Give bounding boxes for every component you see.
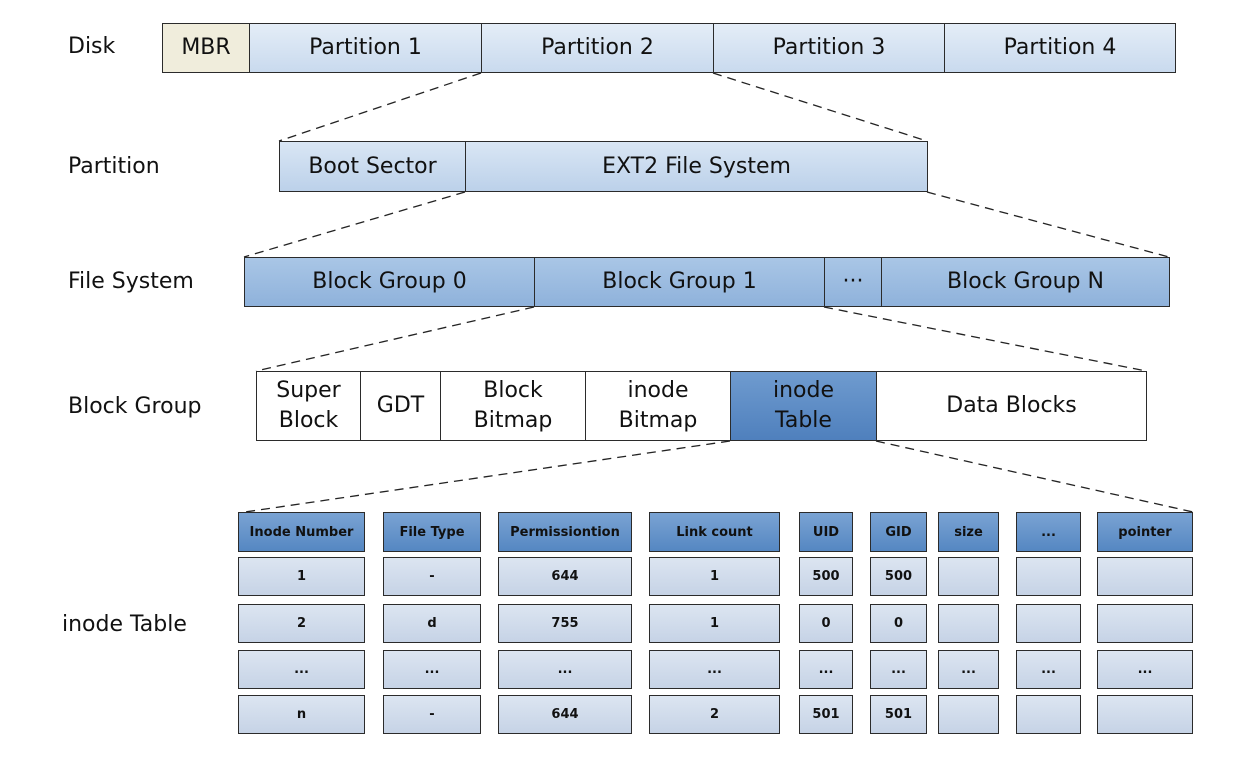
table-cell-permission-row-2: 755: [498, 604, 632, 643]
table-cell-gid-row-4: 501: [870, 695, 927, 734]
disk-partition-1: Partition 1: [249, 23, 482, 73]
table-header-file-type: File Type: [383, 512, 481, 552]
table-cell-file-type-row-4: -: [383, 695, 481, 734]
table-cell-file-type-row-3: ...: [383, 650, 481, 689]
table-cell-extra-row-4: [1016, 695, 1081, 734]
table-cell-size-row-1: [938, 557, 999, 596]
table-cell-inode-number-row-4: n: [238, 695, 365, 734]
table-header-size: size: [938, 512, 999, 552]
label-block-group: Block Group: [68, 394, 202, 419]
bg-inode-bitmap: inode Bitmap: [585, 371, 731, 441]
table-cell-gid-row-1: 500: [870, 557, 927, 596]
table-cell-file-type-row-2: d: [383, 604, 481, 643]
partition-boot-sector: Boot Sector: [279, 141, 466, 192]
partition-ext2-fs: EXT2 File System: [465, 141, 928, 192]
fs-block-group-1: Block Group 1: [534, 257, 825, 307]
line-it-right: [875, 440, 1194, 513]
table-header-inode-number: Inode Number: [238, 512, 365, 552]
table-cell-size-row-3: ...: [938, 650, 999, 689]
table-cell-link-count-row-4: 2: [649, 695, 780, 734]
table-cell-file-type-row-1: -: [383, 557, 481, 596]
table-header-uid: UID: [799, 512, 853, 552]
table-cell-uid-row-3: ...: [799, 650, 853, 689]
table-cell-pointer-row-2: [1097, 604, 1193, 643]
bg-data-blocks: Data Blocks: [876, 371, 1147, 441]
line-fs-right: [926, 191, 1170, 258]
table-cell-inode-number-row-2: 2: [238, 604, 365, 643]
line-bg1-right: [823, 306, 1147, 372]
table-cell-link-count-row-3: ...: [649, 650, 780, 689]
table-cell-link-count-row-1: 1: [649, 557, 780, 596]
table-cell-uid-row-1: 500: [799, 557, 853, 596]
table-cell-permission-row-3: ...: [498, 650, 632, 689]
table-cell-permission-row-1: 644: [498, 557, 632, 596]
label-partition: Partition: [68, 154, 160, 179]
table-cell-size-row-4: [938, 695, 999, 734]
line-it-left: [244, 440, 731, 513]
table-cell-extra-row-2: [1016, 604, 1081, 643]
table-cell-extra-row-1: [1016, 557, 1081, 596]
line-p2-left: [278, 72, 482, 142]
bg-block-bitmap: Block Bitmap: [440, 371, 586, 441]
table-cell-pointer-row-4: [1097, 695, 1193, 734]
table-header-link-count: Link count: [649, 512, 780, 552]
bg-inode-table: inode Table: [730, 371, 877, 441]
table-cell-uid-row-2: 0: [799, 604, 853, 643]
label-inode-table: inode Table: [62, 612, 187, 637]
table-header-extra: ...: [1016, 512, 1081, 552]
table-cell-link-count-row-2: 1: [649, 604, 780, 643]
table-cell-size-row-2: [938, 604, 999, 643]
table-cell-inode-number-row-1: 1: [238, 557, 365, 596]
table-cell-inode-number-row-3: ...: [238, 650, 365, 689]
disk-mbr: MBR: [162, 23, 250, 73]
table-header-permission: Permissiontion: [498, 512, 632, 552]
disk-partition-4: Partition 4: [944, 23, 1176, 73]
table-cell-extra-row-3: ...: [1016, 650, 1081, 689]
bg-gdt: GDT: [360, 371, 441, 441]
table-header-pointer: pointer: [1097, 512, 1193, 552]
table-cell-permission-row-4: 644: [498, 695, 632, 734]
label-disk: Disk: [68, 34, 116, 59]
table-header-gid: GID: [870, 512, 927, 552]
table-cell-pointer-row-1: [1097, 557, 1193, 596]
fs-block-group-n: Block Group N: [881, 257, 1170, 307]
line-p2-right: [712, 72, 928, 142]
disk-partition-3: Partition 3: [713, 23, 945, 73]
line-fs-left: [243, 191, 466, 258]
table-cell-uid-row-4: 501: [799, 695, 853, 734]
table-cell-gid-row-3: ...: [870, 650, 927, 689]
line-bg1-left: [255, 306, 535, 372]
fs-block-group-0: Block Group 0: [244, 257, 535, 307]
bg-super-block: Super Block: [256, 371, 361, 441]
label-file-system: File System: [68, 269, 194, 294]
disk-partition-2: Partition 2: [481, 23, 714, 73]
table-cell-pointer-row-3: ...: [1097, 650, 1193, 689]
fs-ellipsis: ···: [824, 257, 882, 307]
table-cell-gid-row-2: 0: [870, 604, 927, 643]
